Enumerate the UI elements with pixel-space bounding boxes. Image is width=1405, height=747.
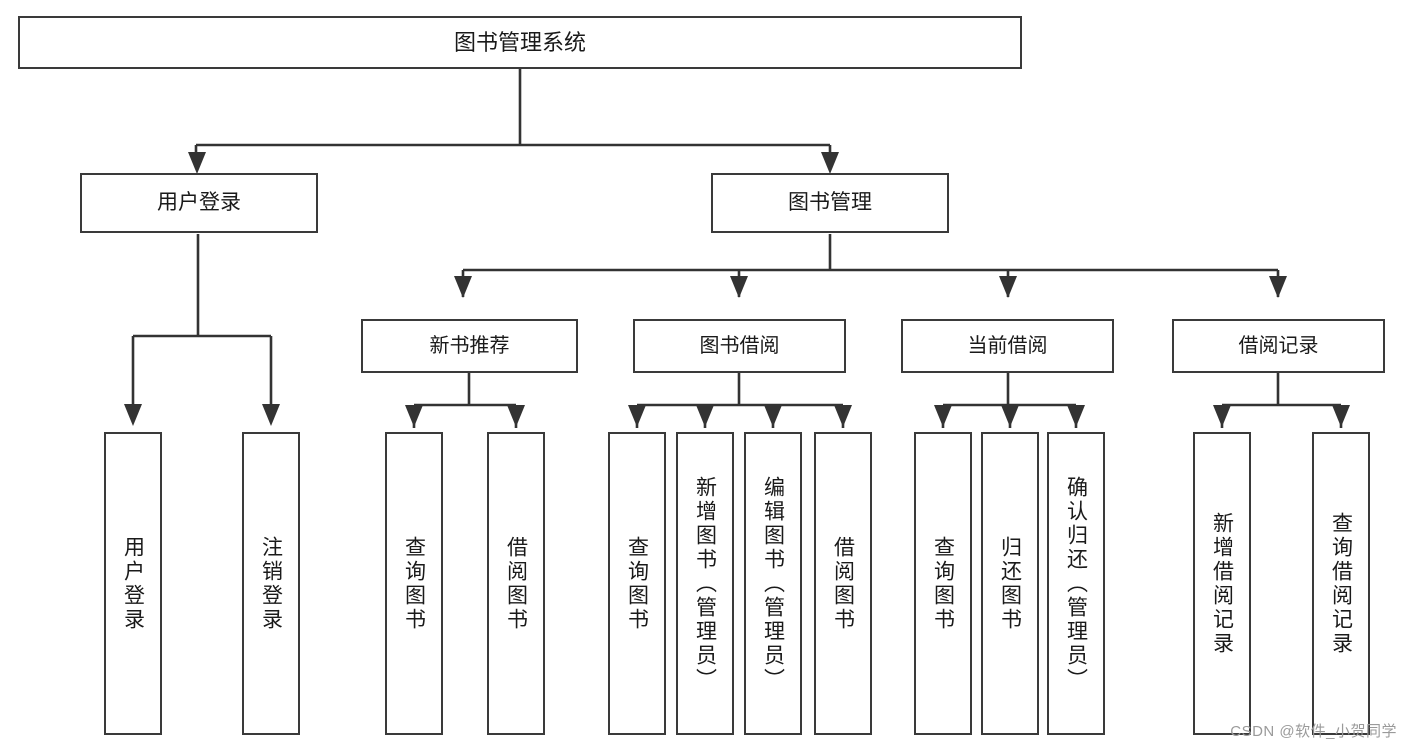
node-borrow-record[interactable]: 借阅记录 bbox=[1172, 319, 1385, 373]
node-leaf-current-confirm-label: 确认归还（管理员） bbox=[1064, 475, 1088, 692]
arrowhead-bookmgmt bbox=[821, 152, 839, 174]
arrowhead-leaf-current-query bbox=[934, 405, 952, 427]
node-leaf-borrow-do-label: 借阅图书 bbox=[831, 535, 855, 632]
arrowhead-leaf-newbook-query bbox=[405, 405, 423, 427]
node-leaf-record-add[interactable]: 新增借阅记录 bbox=[1193, 432, 1251, 735]
arrowhead-record bbox=[1269, 276, 1287, 298]
node-leaf-current-query-label: 查询图书 bbox=[931, 535, 955, 632]
arrowhead-leaf-current-return bbox=[1001, 405, 1019, 427]
node-leaf-user-login[interactable]: 用户登录 bbox=[104, 432, 162, 735]
arrowhead-leaf-record-query bbox=[1332, 405, 1350, 427]
arrowhead-leaf-newbook-borrow bbox=[507, 405, 525, 427]
node-leaf-borrow-query-label: 查询图书 bbox=[625, 535, 649, 632]
arrowhead-current bbox=[999, 276, 1017, 298]
node-user-login-label: 用户登录 bbox=[157, 190, 241, 214]
csdn-watermark: CSDN @软件_小贺同学 bbox=[1230, 723, 1397, 740]
node-leaf-current-return[interactable]: 归还图书 bbox=[981, 432, 1039, 735]
node-leaf-borrow-edit[interactable]: 编辑图书（管理员） bbox=[744, 432, 802, 735]
node-new-book-recommend[interactable]: 新书推荐 bbox=[361, 319, 578, 373]
node-leaf-borrow-query[interactable]: 查询图书 bbox=[608, 432, 666, 735]
node-root-label: 图书管理系统 bbox=[453, 29, 586, 55]
arrowhead-borrow bbox=[730, 276, 748, 298]
node-leaf-borrow-do[interactable]: 借阅图书 bbox=[814, 432, 872, 735]
node-leaf-newbook-borrow[interactable]: 借阅图书 bbox=[487, 432, 545, 735]
node-leaf-borrow-edit-label: 编辑图书（管理员） bbox=[761, 475, 785, 692]
node-leaf-user-login-label: 用户登录 bbox=[121, 535, 145, 632]
arrowhead-leaf-borrow-do bbox=[834, 405, 852, 427]
arrowhead-leaf-borrow-query bbox=[628, 405, 646, 427]
node-leaf-current-confirm[interactable]: 确认归还（管理员） bbox=[1047, 432, 1105, 735]
node-leaf-user-logout[interactable]: 注销登录 bbox=[242, 432, 300, 735]
node-leaf-current-return-label: 归还图书 bbox=[998, 535, 1022, 632]
node-book-borrow[interactable]: 图书借阅 bbox=[633, 319, 846, 373]
node-current-borrow[interactable]: 当前借阅 bbox=[901, 319, 1114, 373]
node-leaf-record-add-label: 新增借阅记录 bbox=[1210, 511, 1234, 656]
node-borrow-record-label: 借阅记录 bbox=[1238, 334, 1319, 357]
node-leaf-newbook-query-label: 查询图书 bbox=[402, 535, 426, 632]
node-root[interactable]: 图书管理系统 bbox=[18, 16, 1022, 69]
node-leaf-record-query-label: 查询借阅记录 bbox=[1329, 511, 1353, 656]
node-leaf-record-query[interactable]: 查询借阅记录 bbox=[1312, 432, 1370, 735]
arrowhead-leaf-user-login bbox=[124, 404, 142, 426]
node-leaf-newbook-borrow-label: 借阅图书 bbox=[504, 535, 528, 632]
arrowhead-newbook bbox=[454, 276, 472, 298]
node-book-management-label: 图书管理 bbox=[788, 190, 872, 214]
node-book-management[interactable]: 图书管理 bbox=[711, 173, 949, 233]
arrowhead-leaf-borrow-add bbox=[696, 405, 714, 427]
arrowhead-leaf-current-confirm bbox=[1067, 405, 1085, 427]
node-book-borrow-label: 图书借阅 bbox=[699, 334, 780, 357]
node-leaf-current-query[interactable]: 查询图书 bbox=[914, 432, 972, 735]
node-leaf-newbook-query[interactable]: 查询图书 bbox=[385, 432, 443, 735]
node-user-login[interactable]: 用户登录 bbox=[80, 173, 318, 233]
arrowhead-leaf-record-add bbox=[1213, 405, 1231, 427]
node-current-borrow-label: 当前借阅 bbox=[967, 334, 1048, 357]
node-leaf-borrow-add-label: 新增图书（管理员） bbox=[693, 475, 717, 692]
arrowhead-leaf-borrow-edit bbox=[764, 405, 782, 427]
node-leaf-borrow-add[interactable]: 新增图书（管理员） bbox=[676, 432, 734, 735]
arrowhead-leaf-user-logout bbox=[262, 404, 280, 426]
node-new-book-recommend-label: 新书推荐 bbox=[429, 334, 510, 357]
node-leaf-user-logout-label: 注销登录 bbox=[259, 535, 283, 632]
arrowhead-login bbox=[188, 152, 206, 174]
